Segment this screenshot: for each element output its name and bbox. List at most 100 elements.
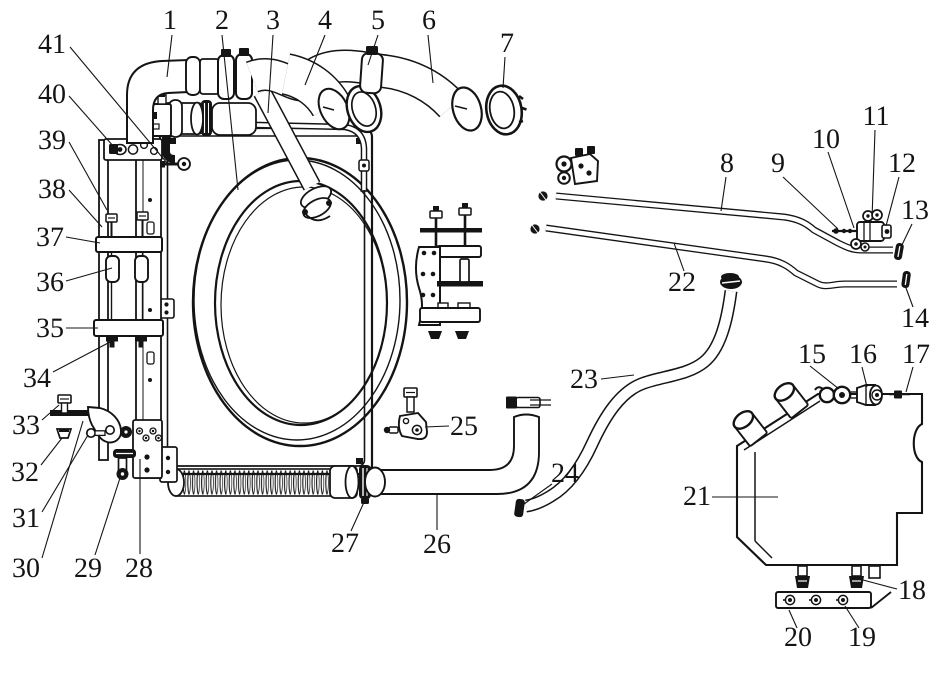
callout-leader-27 bbox=[350, 499, 366, 532]
ring-13 bbox=[894, 242, 904, 261]
callout-leader-22 bbox=[673, 242, 685, 272]
bolt-small-25 bbox=[383, 426, 399, 434]
ring-14 bbox=[901, 270, 911, 289]
plug-16 bbox=[851, 384, 883, 406]
callout-leader-38 bbox=[68, 189, 103, 228]
callout-label-22: 22 bbox=[668, 267, 696, 298]
callout-label-16: 16 bbox=[849, 339, 877, 370]
callout-leader-18 bbox=[862, 579, 898, 590]
callout-label-35: 35 bbox=[36, 313, 64, 344]
callout-label-32: 32 bbox=[11, 457, 39, 488]
callout-leader-16 bbox=[861, 366, 868, 388]
callout-label-18: 18 bbox=[898, 575, 926, 606]
filler-pipe-3 bbox=[253, 87, 333, 222]
callout-label-17: 17 bbox=[902, 339, 930, 370]
callout-leader-10 bbox=[827, 151, 855, 229]
hose-23-flange bbox=[720, 273, 742, 289]
callout-label-6: 6 bbox=[422, 5, 436, 36]
nut-32 bbox=[55, 428, 73, 439]
pipe-8 bbox=[555, 192, 893, 254]
callout-label-14: 14 bbox=[901, 303, 929, 334]
callout-label-3: 3 bbox=[266, 5, 280, 36]
hose-26 bbox=[364, 396, 551, 498]
callout-leader-31 bbox=[41, 434, 89, 513]
callout-label-4: 4 bbox=[318, 5, 332, 36]
callout-label-7: 7 bbox=[500, 28, 514, 59]
pipe-end-fittings bbox=[530, 191, 548, 234]
bracket-bolts bbox=[429, 203, 472, 250]
pin-31 bbox=[85, 427, 106, 439]
clamp-pair bbox=[217, 48, 253, 100]
filler-neck-a bbox=[732, 410, 768, 447]
callout-leader-6 bbox=[427, 34, 434, 84]
callout-label-26: 26 bbox=[423, 529, 451, 560]
middle-bracket bbox=[415, 203, 483, 339]
hose-23 bbox=[514, 273, 742, 518]
callout-label-1: 1 bbox=[163, 5, 177, 36]
callout-label-8: 8 bbox=[720, 148, 734, 179]
callout-leader-13 bbox=[900, 223, 913, 248]
callout-leader-3 bbox=[267, 34, 274, 114]
callout-label-40: 40 bbox=[38, 79, 66, 110]
bracket-25 bbox=[397, 411, 428, 441]
clamp-24 bbox=[514, 498, 525, 518]
bottom-bellows bbox=[159, 446, 371, 504]
callout-label-27: 27 bbox=[331, 528, 359, 559]
callout-leader-4 bbox=[304, 34, 326, 86]
callout-leader-41 bbox=[69, 46, 168, 164]
double-pipe-clamp bbox=[555, 146, 599, 186]
callout-label-9: 9 bbox=[771, 148, 785, 179]
radiator-outlet-pipe bbox=[329, 465, 360, 499]
sleeve-36-b bbox=[134, 255, 149, 283]
callout-label-19: 19 bbox=[848, 622, 876, 653]
callout-label-2: 2 bbox=[215, 5, 229, 36]
radiator-core-panel bbox=[166, 135, 366, 467]
callout-label-23: 23 bbox=[570, 364, 598, 395]
callout-label-29: 29 bbox=[74, 553, 102, 584]
callout-label-28: 28 bbox=[125, 553, 153, 584]
clamp-bar-37 bbox=[95, 236, 163, 253]
callout-label-39: 39 bbox=[38, 125, 66, 156]
callout-leader-36 bbox=[65, 267, 113, 282]
bolt-40 bbox=[109, 144, 118, 154]
callout-label-41: 41 bbox=[38, 29, 66, 60]
callout-label-38: 38 bbox=[38, 174, 66, 205]
callout-leader-25 bbox=[424, 425, 450, 428]
callout-label-36: 36 bbox=[36, 267, 64, 298]
drain-cock-29 bbox=[113, 449, 136, 480]
eye-bolt-41 bbox=[160, 157, 191, 171]
callout-leader-20 bbox=[788, 609, 798, 629]
callout-label-33: 33 bbox=[12, 410, 40, 441]
mount-plate-20 bbox=[775, 591, 892, 609]
pipes-8-22 bbox=[530, 146, 911, 290]
side-clip-left bbox=[158, 298, 175, 319]
callout-leader-2 bbox=[221, 34, 239, 191]
callout-leader-8 bbox=[720, 176, 727, 212]
clamp-5 bbox=[359, 46, 384, 95]
callout-label-11: 11 bbox=[863, 101, 890, 132]
lower-bracket-arm bbox=[50, 405, 132, 444]
callout-leader-32 bbox=[40, 437, 63, 466]
callout-label-34: 34 bbox=[23, 363, 51, 394]
plate-28 bbox=[132, 419, 163, 479]
top-mount-bracket bbox=[103, 138, 163, 161]
callout-label-20: 20 bbox=[784, 622, 812, 653]
callout-leader-30 bbox=[41, 420, 84, 559]
hose-26-nipple bbox=[506, 396, 551, 409]
callout-leader-14 bbox=[905, 287, 914, 308]
callout-leader-5 bbox=[367, 34, 379, 66]
callout-leader-15 bbox=[809, 365, 840, 390]
clamp-ring-lower bbox=[345, 84, 383, 134]
callout-label-13: 13 bbox=[901, 195, 929, 226]
screw-17 bbox=[889, 390, 910, 399]
callout-leader-1 bbox=[166, 34, 173, 78]
coupler-7 bbox=[484, 84, 527, 136]
callout-leader-40 bbox=[68, 95, 115, 148]
t-clips-34 bbox=[106, 337, 147, 348]
callout-leader-7 bbox=[502, 56, 506, 89]
callout-leader-39 bbox=[68, 141, 108, 211]
callout-leader-9 bbox=[782, 176, 839, 230]
